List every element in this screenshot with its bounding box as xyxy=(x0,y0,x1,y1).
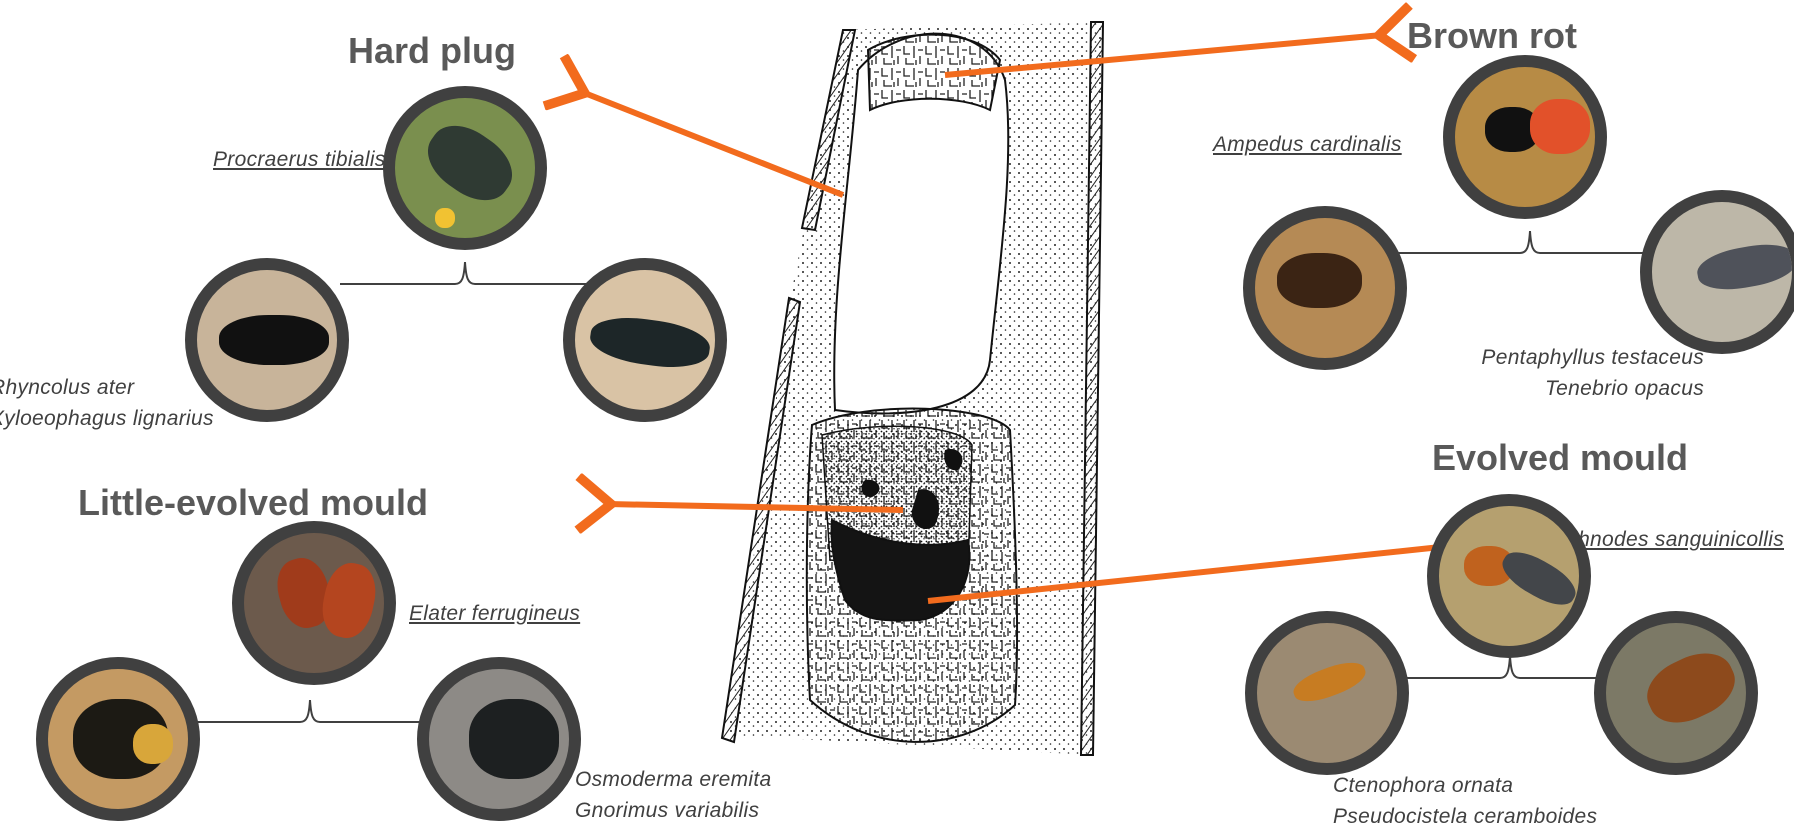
bracket-hard-plug xyxy=(340,262,590,284)
photo-elater-ferrugineus xyxy=(232,521,396,685)
species-hard-plug-1: Rhyncolus ater xyxy=(0,376,134,400)
species-evolved-mould-1: Ctenophora ornata xyxy=(1333,774,1513,798)
photo-pseudocistela-ceramboides xyxy=(1594,611,1758,775)
species-primary-little-evolved-mould: Elater ferrugineus xyxy=(409,602,580,626)
species-hard-plug-2: Xyloeophagus lignarius xyxy=(0,407,214,431)
species-primary-hard-plug: Procraerus tibialis xyxy=(213,148,386,172)
title-brown-rot: Brown rot xyxy=(1407,15,1577,57)
species-brown-rot-1: Pentaphyllus testaceus xyxy=(1390,346,1704,370)
photo-procraerus-tibialis xyxy=(383,86,547,250)
species-brown-rot-2: Tenebrio opacus xyxy=(1390,377,1704,401)
photo-pentaphyllus-testaceus xyxy=(1243,206,1407,370)
species-little-evolved-mould-2: Gnorimus variabilis xyxy=(575,799,759,823)
species-little-evolved-mould-1: Osmoderma eremita xyxy=(575,768,772,792)
bracket-little-evolved-mould xyxy=(195,700,420,722)
title-little-evolved-mould: Little-evolved mould xyxy=(78,482,428,524)
arrow-hard-plug xyxy=(582,92,843,195)
title-evolved-mould: Evolved mould xyxy=(1432,437,1688,479)
species-evolved-mould-2: Pseudocistela ceramboides xyxy=(1333,805,1597,829)
photo-ampedus-cardinalis xyxy=(1443,55,1607,219)
species-primary-brown-rot: Ampedus cardinalis xyxy=(1213,133,1402,157)
photo-tenebrio-opacus xyxy=(1640,190,1794,354)
photo-ctenophora-ornata xyxy=(1245,611,1409,775)
photo-ischnodes-sanguinicollis xyxy=(1427,494,1591,658)
bracket-evolved-mould xyxy=(1400,656,1600,678)
title-hard-plug: Hard plug xyxy=(348,30,516,72)
photo-rhyncolus-ater xyxy=(185,258,349,422)
bracket-brown-rot xyxy=(1390,231,1665,253)
photo-osmoderma-eremita xyxy=(36,657,200,821)
photo-gnorimus-variabilis xyxy=(417,657,581,821)
photo-xyloeophagus-lignarius xyxy=(563,258,727,422)
